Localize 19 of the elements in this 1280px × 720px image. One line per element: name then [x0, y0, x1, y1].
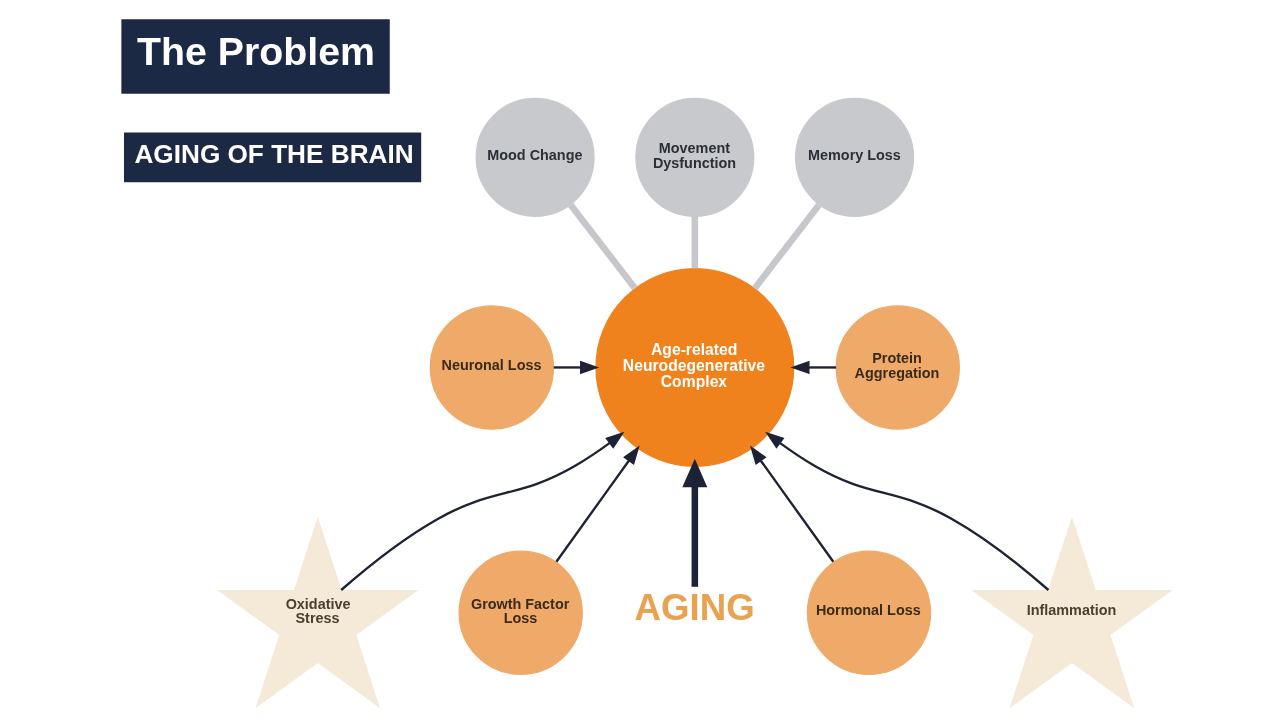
arrow: [764, 431, 1049, 591]
node-circle: Memory Loss: [794, 97, 914, 217]
node-text: AGING: [634, 587, 755, 629]
connector: [567, 202, 637, 291]
connector: [751, 202, 821, 291]
arrow: [789, 360, 836, 375]
node-circle: Movement Dysfunction: [634, 97, 754, 217]
label: AGING OF THE BRAIN: [133, 138, 414, 169]
node-circle: Hormonal Loss: [806, 550, 931, 675]
node-circle: Growth Factor Loss: [458, 550, 583, 675]
node-circle: Protein Aggregation: [835, 305, 960, 430]
arrow: [554, 445, 640, 563]
connector: [691, 216, 698, 269]
arrow: [339, 431, 624, 591]
node-circle: Neuronal Loss: [429, 305, 554, 430]
arrow: [553, 360, 599, 375]
diagram-title: The Problem: [136, 29, 375, 74]
arrow: [749, 445, 834, 563]
node-circle: Mood Change: [475, 97, 595, 217]
